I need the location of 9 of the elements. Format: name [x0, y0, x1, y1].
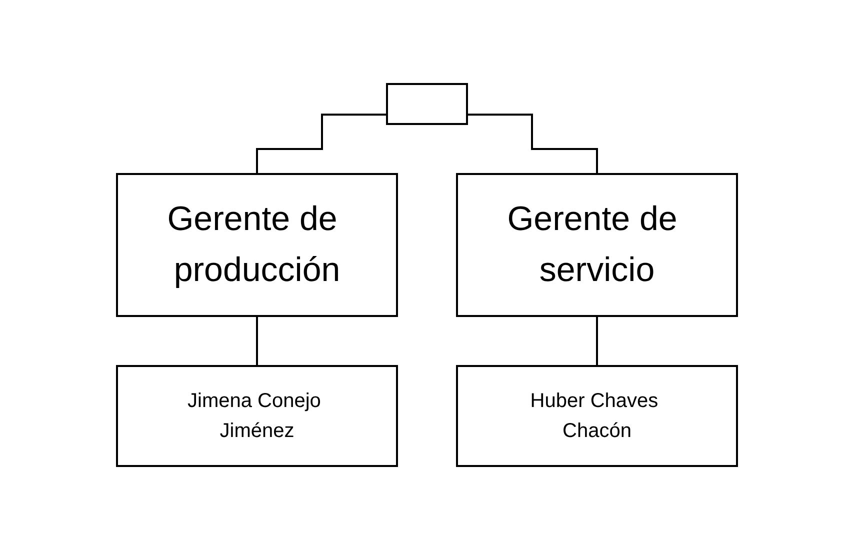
node-box	[386, 83, 468, 125]
node-box: Jimena Conejo Jiménez	[116, 365, 398, 467]
connector	[256, 114, 387, 175]
node-box: Huber Chaves Chacón	[456, 365, 738, 467]
connector	[467, 114, 598, 175]
connector	[596, 315, 598, 367]
node-box: Gerente de servicio	[456, 173, 738, 317]
node-box: Gerente de producción	[116, 173, 398, 317]
connector	[256, 315, 258, 367]
